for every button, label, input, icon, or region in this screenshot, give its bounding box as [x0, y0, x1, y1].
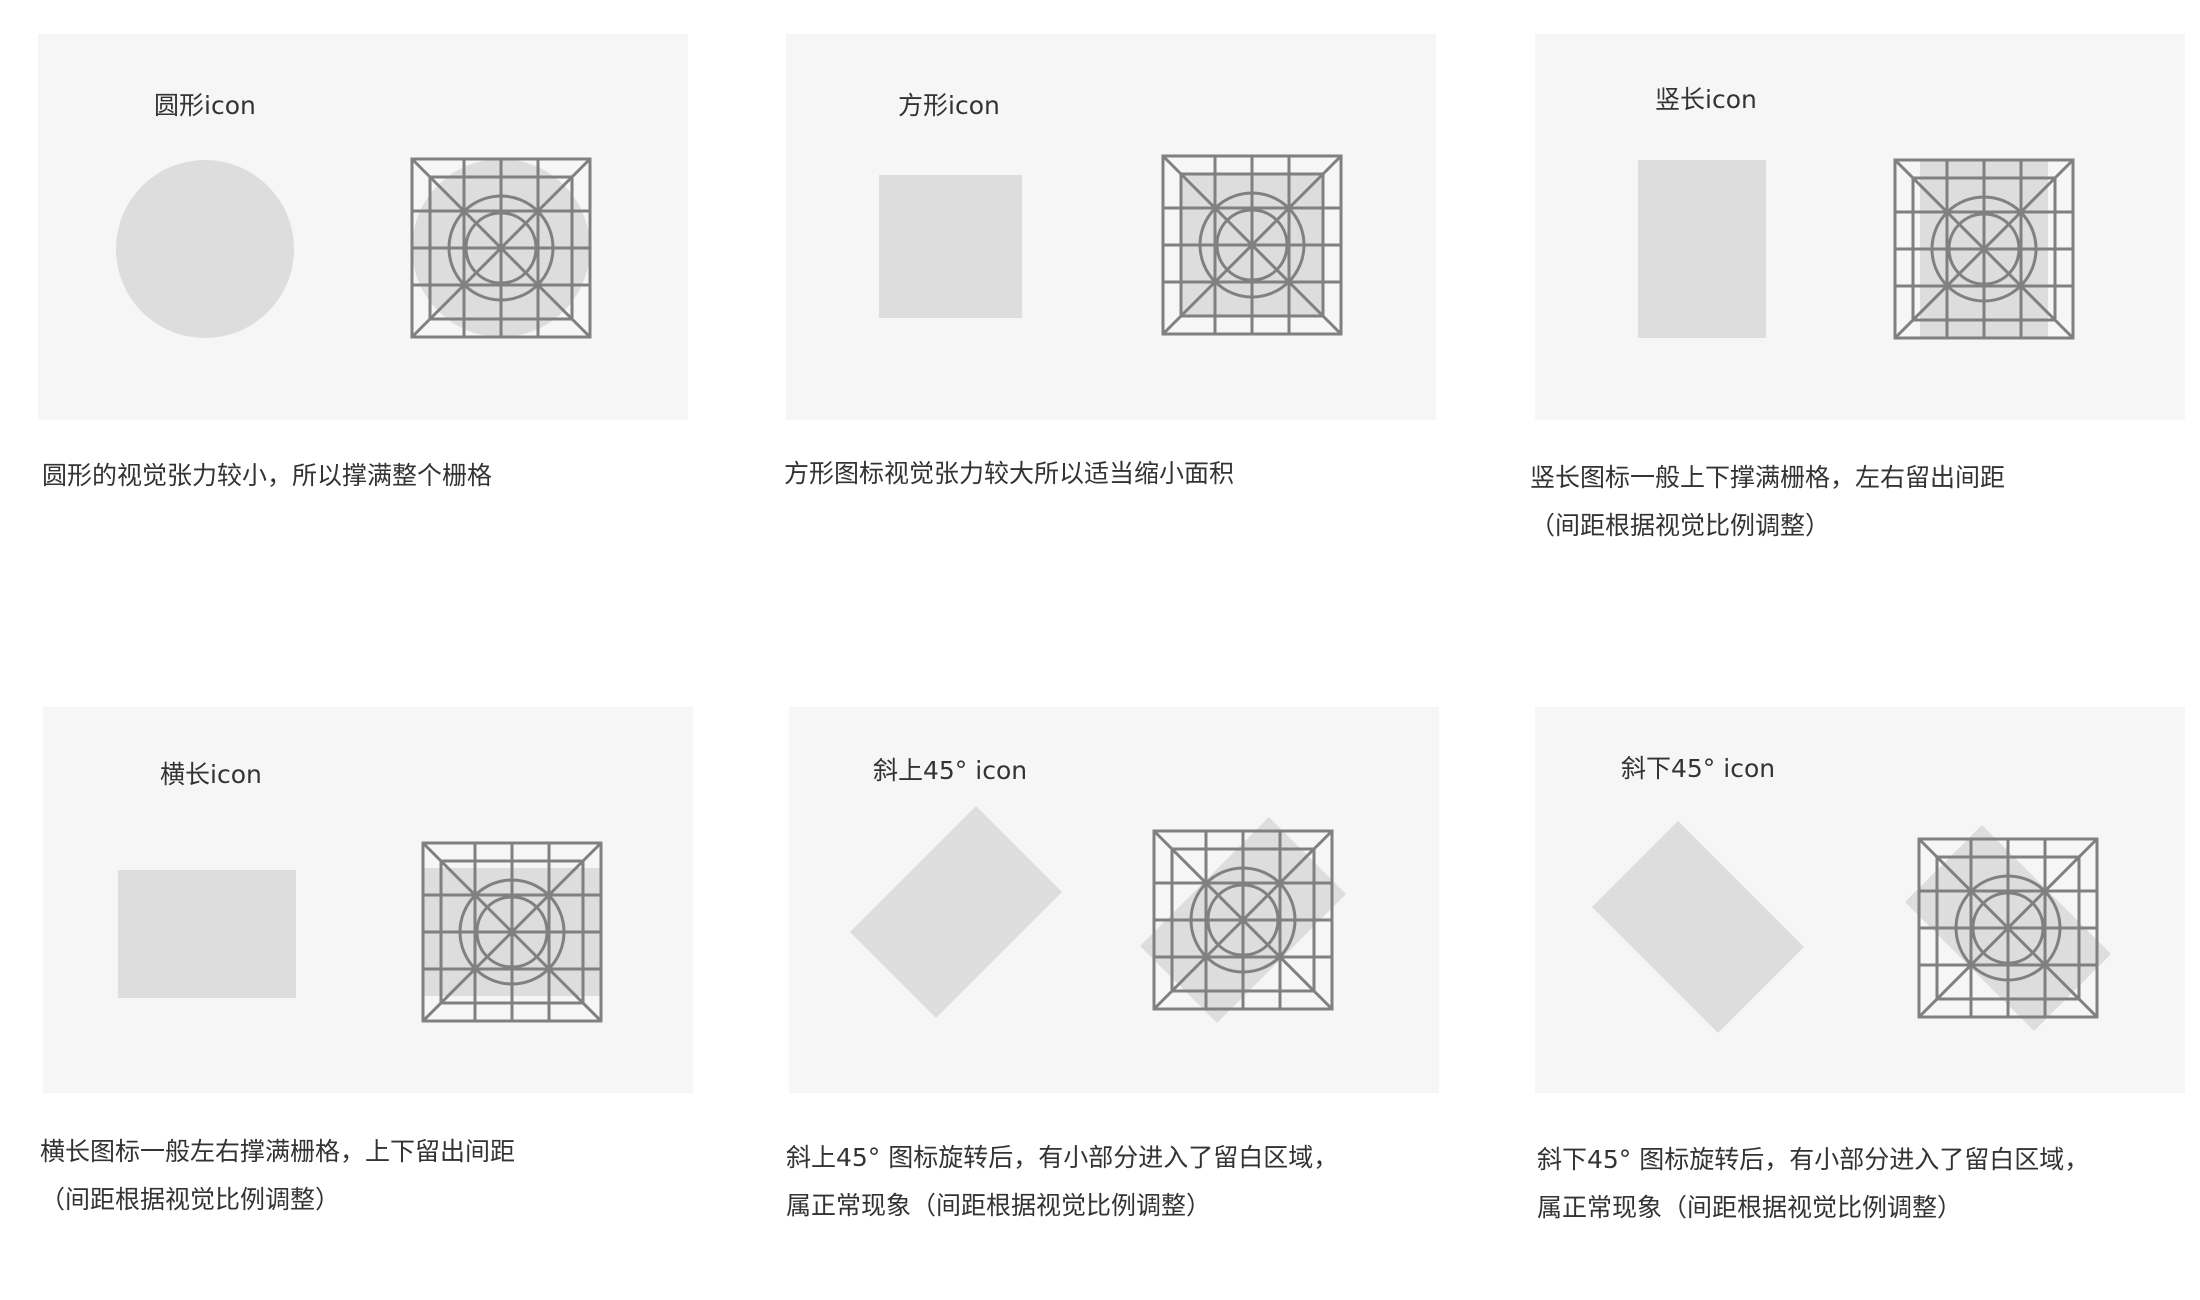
icon-grid: [1905, 825, 2111, 1031]
diagonal-down-icon-diagram: [1592, 821, 2111, 1033]
caption-line: 属正常现象（间距根据视觉比例调整）: [786, 1191, 1212, 1220]
caption-line: 属正常现象（间距根据视觉比例调整）: [1537, 1193, 1963, 1222]
panel-title: 斜上45° icon: [873, 756, 1028, 785]
panel-title: 圆形icon: [154, 91, 256, 120]
panel-title: 横长icon: [160, 760, 262, 789]
horizontal-icon-diagram: [118, 841, 603, 1023]
panel-title: 竖长icon: [1655, 85, 1757, 114]
vertical-rectangle-sample: [1638, 160, 1766, 338]
icon-grid: [410, 157, 592, 339]
caption-line: 方形图标视觉张力较大所以适当缩小面积: [784, 459, 1235, 488]
diagonal-up-shape-sample: [850, 806, 1062, 1018]
caption-diagonal-up-icon: 斜上45° 图标旋转后，有小部分进入了留白区域， 属正常现象（间距根据视觉比例调…: [786, 1134, 1338, 1230]
panel-square-icon: 方形icon: [786, 34, 1436, 420]
horizontal-rectangle-sample: [118, 870, 296, 998]
caption-line: （间距根据视觉比例调整）: [40, 1185, 341, 1214]
icon-grid: [1893, 158, 2075, 340]
vertical-icon-diagram: [1638, 158, 2075, 340]
caption-vertical-icon: 竖长图标一般上下撑满栅格，左右留出间距 （间距根据视觉比例调整）: [1530, 454, 2005, 550]
panel-title: 方形icon: [898, 91, 1000, 120]
panel-title: 斜下45° icon: [1621, 754, 1776, 783]
caption-line: 圆形的视觉张力较小，所以撑满整个栅格: [42, 461, 493, 490]
caption-line: 斜上45° 图标旋转后，有小部分进入了留白区域，: [786, 1143, 1339, 1172]
panel-vertical-icon: 竖长icon: [1535, 34, 2185, 420]
panel-diagonal-up-icon: 斜上45° icon: [789, 707, 1439, 1093]
icon-grid: [421, 841, 603, 1023]
icon-grid: [1161, 154, 1343, 336]
panel-circle-icon: 圆形icon: [38, 34, 688, 420]
square-icon-diagram: [879, 154, 1343, 336]
caption-square-icon: 方形图标视觉张力较大所以适当缩小面积: [784, 450, 1234, 498]
diagonal-up-icon-diagram: [850, 806, 1346, 1023]
diagonal-down-shape-sample: [1592, 821, 1804, 1033]
caption-line: 横长图标一般左右撑满栅格，上下留出间距: [40, 1137, 516, 1166]
caption-line: 斜下45° 图标旋转后，有小部分进入了留白区域，: [1537, 1145, 2090, 1174]
caption-circle-icon: 圆形的视觉张力较小，所以撑满整个栅格: [42, 452, 492, 500]
panel-horizontal-icon: 横长icon: [43, 707, 693, 1093]
square-shape-sample: [879, 175, 1022, 318]
icon-grid: [1140, 817, 1346, 1023]
caption-line: （间距根据视觉比例调整）: [1530, 511, 1831, 540]
caption-horizontal-icon: 横长图标一般左右撑满栅格，上下留出间距 （间距根据视觉比例调整）: [40, 1128, 515, 1224]
panel-diagonal-down-icon: 斜下45° icon: [1535, 707, 2185, 1093]
caption-line: 竖长图标一般上下撑满栅格，左右留出间距: [1530, 463, 2006, 492]
circle-icon-diagram: [116, 157, 592, 339]
circle-shape-sample: [116, 160, 294, 338]
caption-diagonal-down-icon: 斜下45° 图标旋转后，有小部分进入了留白区域， 属正常现象（间距根据视觉比例调…: [1537, 1136, 2089, 1232]
